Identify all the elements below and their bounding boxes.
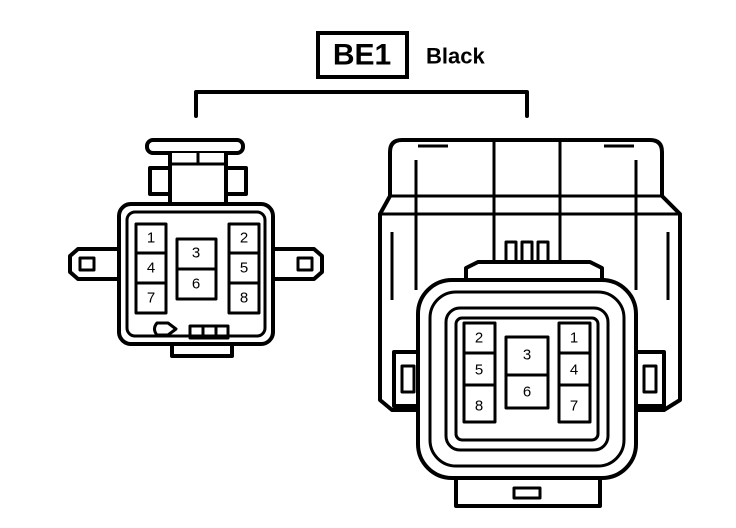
right-pin-label: 3 — [523, 347, 531, 364]
right-pin-label: 5 — [475, 362, 483, 379]
left-pin-6-cell — [175, 267, 218, 301]
right-pin-7-cell — [557, 383, 592, 424]
bracket-line — [194, 90, 529, 118]
left-pin-label: 5 — [240, 260, 248, 277]
left-housing — [117, 202, 275, 346]
connector-color-label: Black — [426, 44, 485, 69]
left-connector: 1 4 7 3 6 2 5 8 — [68, 138, 324, 358]
connector-code-label: BE1 — [333, 39, 391, 72]
right-mating-face — [416, 278, 638, 480]
right-pin-label: 8 — [475, 398, 483, 415]
left-pin-label: 4 — [147, 260, 155, 277]
connector-code-box — [316, 31, 409, 79]
left-pin-label: 2 — [240, 230, 248, 247]
connector-title: BE1 Black — [316, 31, 485, 79]
right-pin-label: 7 — [570, 398, 578, 415]
left-top-latch — [145, 138, 245, 155]
left-pin-label: 8 — [240, 290, 248, 307]
left-key-mark — [153, 321, 178, 337]
left-pin-label: 3 — [192, 245, 200, 262]
left-pin-label: 6 — [192, 276, 200, 293]
right-pin-label: 1 — [570, 330, 578, 347]
left-pin-label: 7 — [147, 290, 155, 307]
right-pin-label: 4 — [570, 362, 578, 379]
right-connector: 2 5 8 3 6 1 4 7 — [378, 138, 682, 508]
right-pin-8-cell — [462, 383, 497, 424]
left-pin-8-cell — [227, 281, 261, 315]
right-pin-label: 2 — [475, 330, 483, 347]
right-pin-label: 6 — [523, 384, 531, 401]
left-pin-label: 1 — [147, 230, 155, 247]
left-pin-7-cell — [134, 281, 168, 315]
right-pin-6-cell — [504, 373, 550, 410]
